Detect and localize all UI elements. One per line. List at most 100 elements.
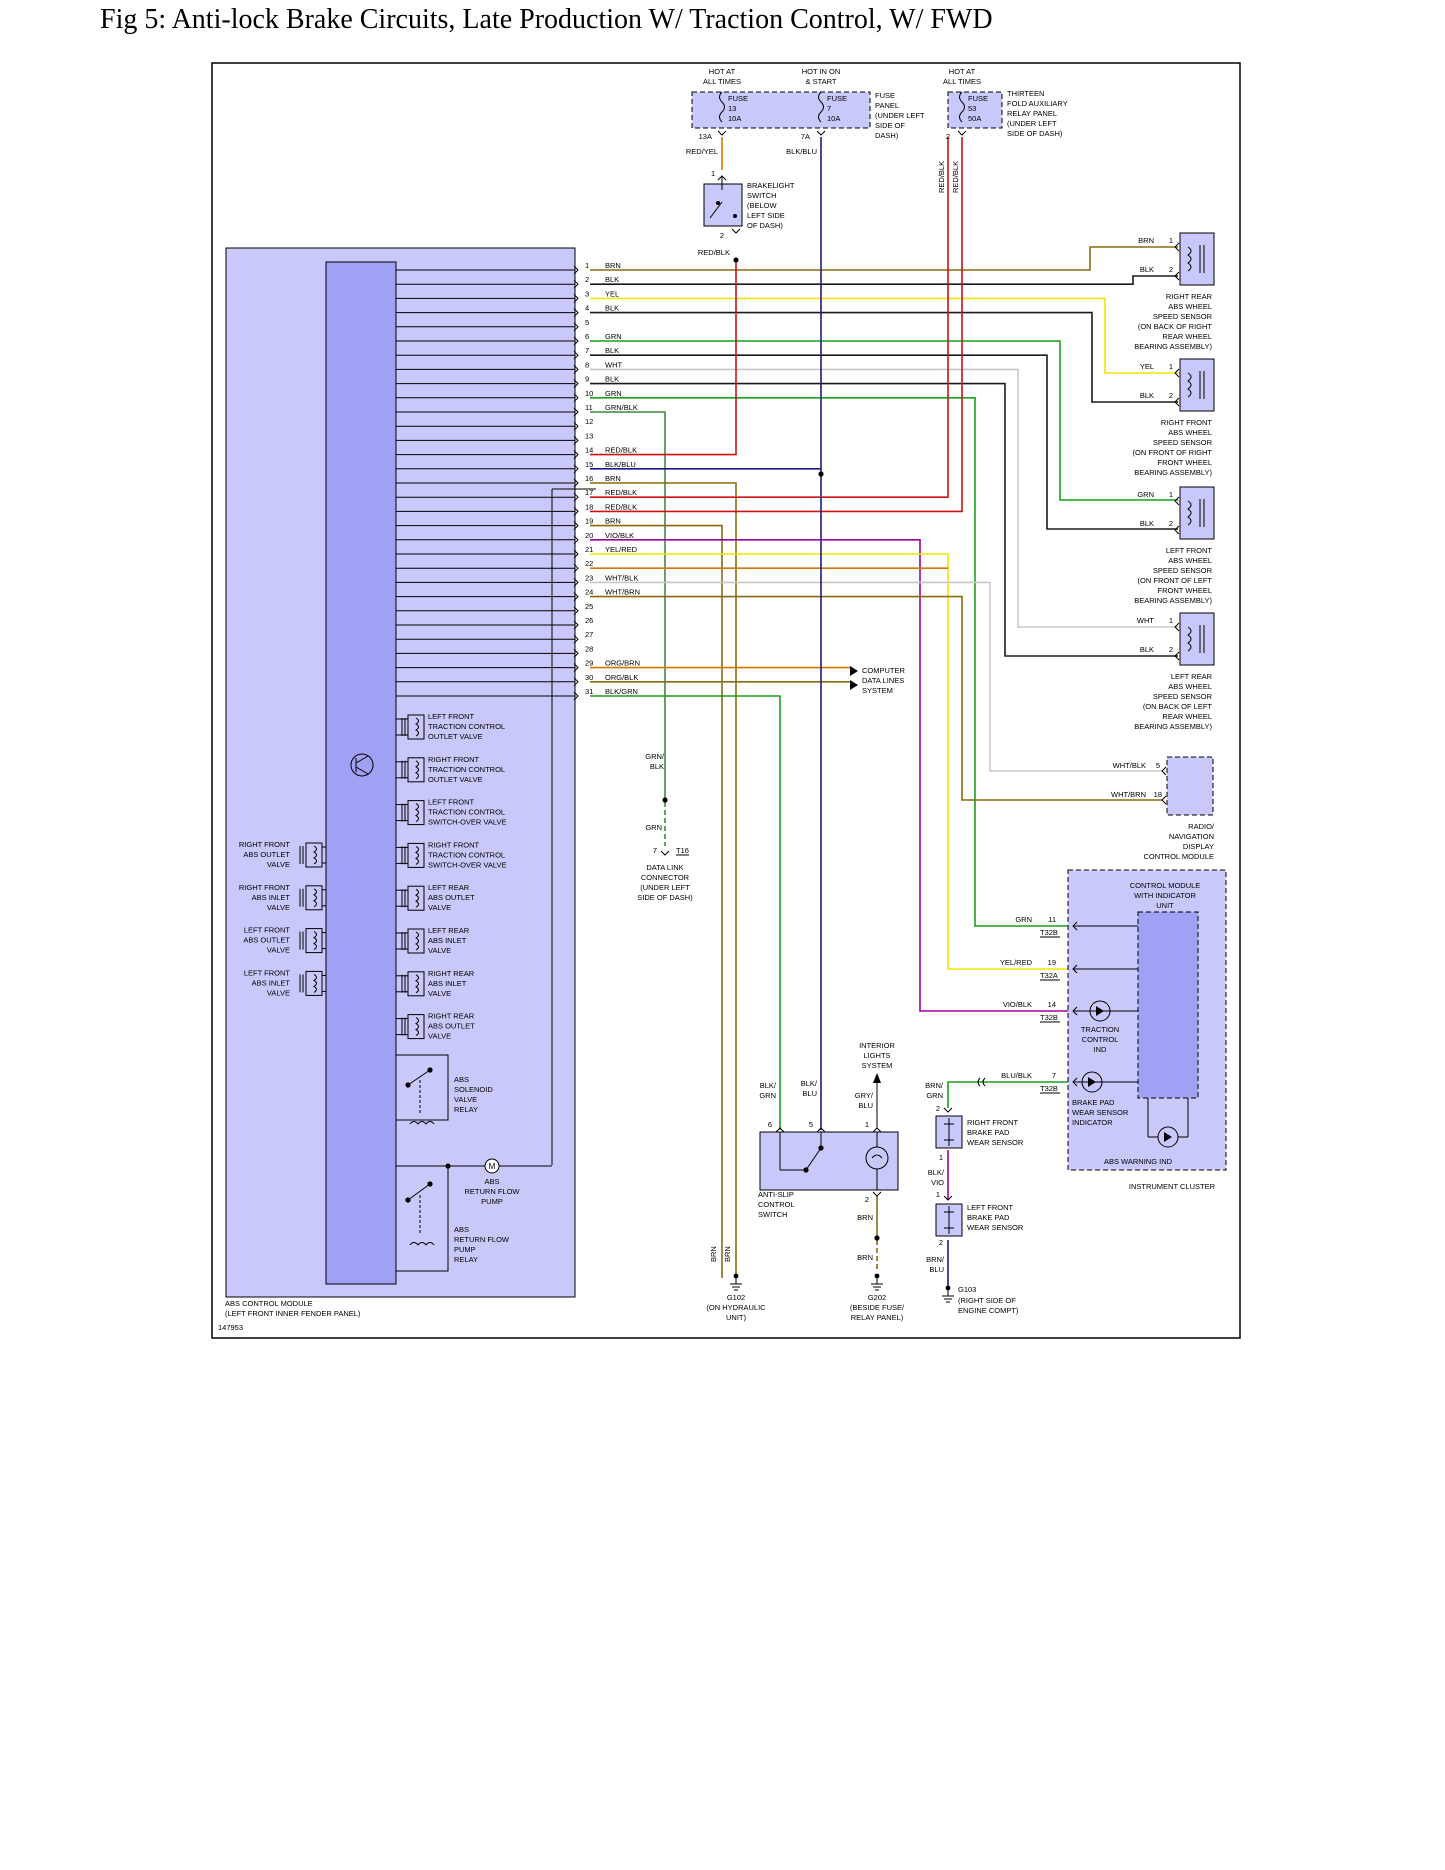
computer-label: SYSTEM: [862, 686, 893, 695]
valve-label: VALVE: [267, 860, 290, 869]
relay-panel-label: THIRTEEN: [1007, 89, 1044, 98]
coil-winding-icon: [415, 931, 419, 951]
wire-label: GRN: [1137, 490, 1154, 499]
valve-label: SWITCH-OVER VALVE: [428, 860, 506, 869]
wire-label: VIO: [931, 1178, 944, 1187]
abs-pin-number: 20: [585, 531, 593, 540]
fuse-label: FUSE: [827, 94, 847, 103]
led-icon: [1164, 1132, 1172, 1142]
antislip-label: CONTROL: [758, 1200, 795, 1209]
wire-rr-sensor-2: [590, 275, 1178, 286]
fuse-panel-label: FUSE: [875, 91, 895, 100]
led-icon: [1088, 1077, 1096, 1087]
relay-panel: [947, 91, 1003, 129]
sensor-coil-icon: [1187, 626, 1192, 652]
valve-label: VALVE: [428, 903, 451, 912]
valve-label: VALVE: [267, 946, 290, 955]
abs-pin-number: 30: [585, 673, 593, 682]
pin-number: 2: [1169, 645, 1173, 654]
fuse-panel-label: DASH): [875, 131, 899, 140]
wire-label: BLK: [1140, 645, 1154, 654]
abs-pin-wire-color: WHT: [605, 360, 622, 369]
wire-label: BLK/: [801, 1079, 818, 1088]
connector-chevron: [573, 308, 579, 317]
valve-label: ABS INLET: [252, 893, 291, 902]
fuse-terminal: 2: [946, 132, 950, 141]
ground-label: RELAY PANEL): [851, 1313, 904, 1322]
wire-antislip-6: [590, 695, 781, 1130]
abs-warning-indicator: [1157, 1126, 1179, 1148]
transistor-lead: [355, 755, 369, 764]
relay-label: RELAY: [454, 1255, 478, 1264]
wire-label: GRN: [926, 1091, 943, 1100]
wire-label: GRY/: [855, 1091, 874, 1100]
coil-winding-icon: [415, 803, 419, 823]
wire-lf-sensor-2: [590, 354, 1178, 530]
radio-module: [1166, 756, 1214, 816]
abs-pin-wire-color: BLK/BLU: [605, 460, 636, 469]
abs-pin-wire-color: BLK/GRN: [605, 687, 638, 696]
abs-pin-wire-color: RED/BLK: [605, 446, 637, 455]
wire-label: BLK: [1140, 265, 1154, 274]
fuse-terminal: 7A: [801, 132, 810, 141]
valve-label: ABS INLET: [252, 978, 291, 987]
abs-pin-number: 25: [585, 602, 593, 611]
connector-chevron: [660, 850, 670, 856]
relay-label: RELAY: [454, 1105, 478, 1114]
wire-label: BRN: [1138, 236, 1154, 245]
connector-chevron: [573, 421, 579, 431]
connector-chevron: [573, 521, 579, 530]
connector-chevron: [573, 578, 579, 587]
ground-label: (RIGHT SIDE OF: [958, 1296, 1016, 1305]
abs-pin-number: 9: [585, 375, 589, 384]
sensor-coil-icon: [1187, 372, 1192, 398]
abs-pin-wire-color: GRN/BLK: [605, 403, 638, 412]
switch-contact-dot: [803, 1167, 809, 1173]
relay-contact-dot: [427, 1181, 433, 1187]
sensor-label: BEARING ASSEMBLY): [1134, 468, 1212, 477]
abs-pin-number: 3: [585, 289, 589, 298]
valve-label: VALVE: [428, 989, 451, 998]
valve-coil: [305, 970, 323, 996]
sensor-label: BEARING ASSEMBLY): [1134, 342, 1212, 351]
wire-label: RED/YEL: [686, 147, 718, 156]
connector-chevron: [573, 606, 579, 616]
connector-chevron: [573, 294, 579, 303]
fuse-terminal: 13A: [699, 132, 712, 141]
pin-number: 1: [1169, 616, 1173, 625]
wire-label: BRN: [857, 1253, 873, 1262]
sensor-label: LEFT FRONT: [1166, 546, 1213, 555]
abs-pin-number: 19: [585, 517, 593, 526]
abs-pin-number: 11: [585, 403, 593, 412]
switch-blade: [709, 201, 723, 219]
connector-chevron: [573, 691, 579, 701]
pin-number: 1: [1169, 362, 1173, 371]
wire-fuse53-a: [590, 137, 949, 499]
power-label: HOT AT: [709, 67, 736, 76]
wire-cluster-11: [590, 396, 1068, 927]
fuse-number: 13: [728, 104, 736, 113]
wire-label: BLU: [802, 1089, 817, 1098]
connector-chevron: [1174, 622, 1180, 632]
pin-number: 2: [1169, 391, 1173, 400]
valve-coil: [407, 885, 425, 911]
connector-chevron: [872, 1191, 882, 1197]
abs-pin-number: 4: [585, 304, 589, 313]
fuse-label: FUSE: [728, 94, 748, 103]
abs-pin-number: 13: [585, 431, 593, 440]
pin-number: 18: [1154, 790, 1162, 799]
abs-solenoid-relay: [395, 1054, 449, 1121]
abs-pin-number: 17: [585, 488, 593, 497]
coil-winding-icon: [313, 845, 317, 865]
wire-label: BRN: [709, 1246, 718, 1262]
pin-number: 7: [1052, 1071, 1056, 1080]
abs-pin-wire-color: RED/BLK: [605, 502, 637, 511]
abs-pin-number: 27: [585, 630, 593, 639]
valve-coil: [407, 757, 425, 783]
wire-label: GRN: [759, 1091, 776, 1100]
valve-label: ABS INLET: [428, 936, 467, 945]
abs-pin-wire-color: BLK: [605, 275, 619, 284]
abs-module-label: (LEFT FRONT INNER FENDER PANEL): [225, 1309, 361, 1318]
relay-contact: [407, 1069, 431, 1086]
dlc-label: (UNDER LEFT: [640, 883, 690, 892]
